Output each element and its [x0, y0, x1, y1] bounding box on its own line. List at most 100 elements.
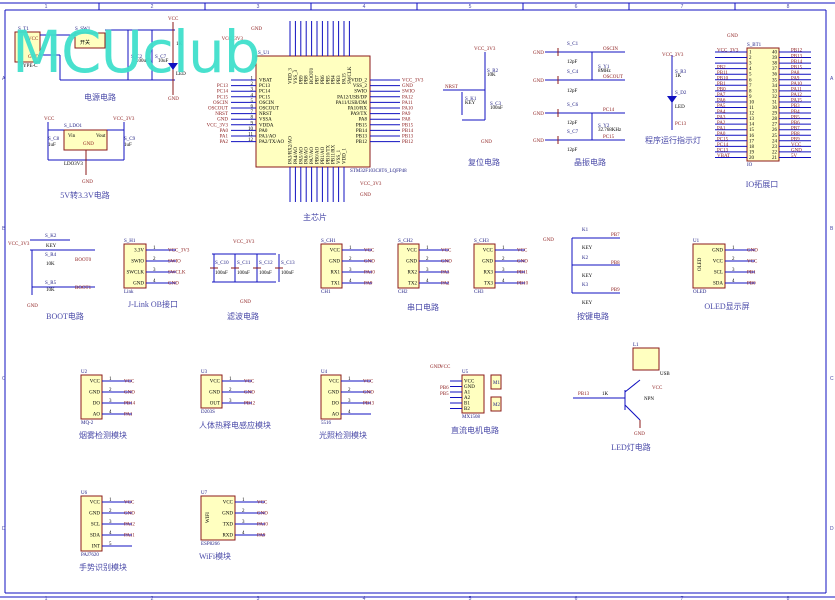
- block-title: J-Link OB接口: [128, 299, 178, 309]
- pin-number: 38: [772, 62, 778, 67]
- block-title: 滤波电路: [227, 311, 259, 321]
- net-label: VCC: [441, 249, 452, 254]
- net-label: PB6: [791, 121, 800, 126]
- component-label: 8MHz: [598, 69, 612, 74]
- pin-number: 9: [251, 121, 254, 126]
- component-label: 100nF: [237, 271, 250, 276]
- component-label: S_K2: [45, 234, 57, 239]
- component-label: GND: [168, 97, 179, 102]
- component-label: M1: [493, 381, 500, 386]
- pin-number: 2: [251, 82, 254, 87]
- component-label: 100uF: [136, 59, 149, 64]
- pin-number: 2: [426, 257, 429, 262]
- pin-label: VCC: [223, 501, 234, 506]
- block-title: 直流电机电路: [451, 425, 499, 435]
- net-label: PC13: [217, 84, 229, 89]
- pin-number: 4: [749, 67, 752, 72]
- pin-label: VBAT: [259, 79, 272, 84]
- block-title: 晶振电路: [574, 157, 606, 167]
- module-body: [123, 243, 147, 289]
- pin-label: PB15: [356, 123, 368, 128]
- pin-number: 1: [732, 246, 735, 251]
- pin-label: GND: [482, 260, 493, 265]
- pin-number: 21: [772, 156, 778, 161]
- pin-label: PB8: [305, 75, 310, 84]
- net-label: PB1: [747, 271, 756, 276]
- pin-label: PA2/TX/AO: [259, 140, 284, 145]
- component-label: Vin: [68, 134, 76, 139]
- net-label: PA11: [791, 88, 802, 93]
- component-label: VCC_3V3: [8, 242, 30, 247]
- net-label: VCC: [124, 380, 135, 385]
- net-label: GND: [441, 260, 452, 265]
- net-label: PB10: [517, 282, 529, 287]
- pin-label: VDD_3: [289, 68, 294, 84]
- component-label: S_LDO1: [64, 124, 83, 129]
- net-label: PB2: [717, 65, 726, 70]
- motor-driver-body: [461, 374, 485, 414]
- ruler-column-label: 4: [363, 596, 366, 600]
- net-label: PB10: [717, 76, 729, 81]
- pin-number: 23: [772, 145, 778, 150]
- pin-label: AO: [332, 413, 340, 418]
- ruler-column-label: 7: [681, 4, 684, 10]
- component-label: LED: [176, 72, 186, 77]
- ruler-column-label: 8: [787, 596, 790, 600]
- pin-label: DO: [93, 402, 101, 407]
- component-label: Vout: [96, 134, 106, 139]
- wire: [624, 404, 641, 421]
- net-label: VCC: [747, 260, 758, 265]
- pin-number: 5: [109, 542, 112, 547]
- power-switch: [74, 32, 106, 49]
- net-label: VCC: [124, 501, 135, 506]
- net-label: PA0: [717, 132, 726, 137]
- net-label: PB12: [244, 402, 256, 407]
- pin-label: GND: [464, 385, 475, 390]
- net-label: VCC: [791, 143, 802, 148]
- power-connector: [14, 31, 41, 63]
- component-label: S_T1: [18, 27, 29, 32]
- component-label: TYPE-C: [20, 64, 38, 69]
- component-label: S_C3: [490, 102, 502, 107]
- module-ref: U7: [201, 491, 208, 496]
- ruler-column-label: 1: [45, 4, 48, 10]
- block-title: BOOT电路: [46, 311, 84, 321]
- pin-label: GND: [328, 391, 339, 396]
- pin-number: 12: [749, 112, 755, 117]
- net-label: PC13: [717, 149, 729, 154]
- pin-number: 3: [242, 520, 245, 525]
- module-part: CH1: [321, 290, 331, 295]
- component-label: VCC: [44, 117, 55, 122]
- ruler-column-label: 8: [787, 4, 790, 10]
- pin-label: SDA: [90, 534, 100, 539]
- component-label: BOOT1: [75, 286, 92, 291]
- component-label: KEY: [46, 244, 57, 249]
- pin-number: 4: [109, 531, 112, 536]
- block-title: 人体热释电感应模块: [199, 420, 271, 430]
- component-label: GND: [430, 365, 441, 370]
- net-label: PA0: [220, 129, 229, 134]
- net-label: PA10: [402, 107, 413, 112]
- pin-label: GND: [209, 391, 220, 396]
- pin-label: PC15: [259, 95, 271, 100]
- pin-label: VCC: [329, 380, 340, 385]
- pin-label: PB0/AO: [316, 146, 321, 164]
- pin-label: VSS_1: [337, 149, 342, 164]
- component-label: S_R2: [487, 69, 499, 74]
- pin-label: RXD: [222, 534, 233, 539]
- pin-number: 40: [772, 51, 778, 56]
- net-label: GND: [251, 27, 262, 32]
- component-label: 12pF: [567, 89, 578, 94]
- net-label: GND: [360, 193, 371, 198]
- module-body: [200, 495, 236, 541]
- pin-label: PA3/RX2/AO: [289, 136, 294, 164]
- pin-label: VCC: [483, 249, 494, 254]
- net-label: VCC: [363, 380, 374, 385]
- component-label: GND: [27, 304, 38, 309]
- component-label: S_SW1: [75, 27, 91, 32]
- net-label: GND: [517, 260, 528, 265]
- pin-label: SDA: [713, 282, 723, 287]
- pin-label: GND: [89, 512, 100, 517]
- net-label: PA3: [441, 271, 450, 276]
- net-label: PB0: [747, 282, 756, 287]
